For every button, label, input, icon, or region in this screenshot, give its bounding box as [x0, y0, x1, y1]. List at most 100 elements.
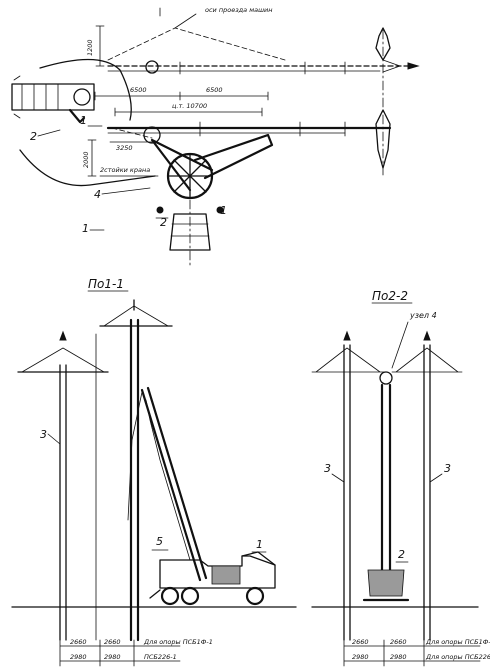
section-2-callout-3b: 3	[444, 462, 451, 475]
section-2-title: По2-2	[372, 289, 408, 303]
crane-front-boom	[380, 383, 392, 572]
truck-plan-cab	[73, 88, 91, 106]
crane-plan-struts	[150, 138, 214, 192]
crane-struts-note: 2стойки крана	[100, 166, 150, 174]
section-1-callout-1: 1	[256, 538, 263, 551]
pole-left-top	[59, 330, 67, 341]
plan-callout-2: 2	[30, 130, 37, 143]
plan-top-note: оси проезда машин	[205, 6, 273, 14]
pole-right-2-top	[423, 330, 431, 341]
pole-main-braces	[103, 305, 169, 327]
truck-plan	[11, 75, 95, 124]
section-1-callout-3-leader	[47, 433, 61, 445]
pole-left-2-top	[343, 330, 351, 341]
pole-left-braces	[21, 347, 105, 373]
crane-cable	[127, 391, 143, 521]
crane-truck-1	[127, 386, 276, 606]
crane-turntable-axes	[167, 153, 213, 199]
outrigger-foot	[149, 589, 161, 599]
outrigger-left	[156, 206, 164, 214]
plan-callout-2-leader	[37, 129, 61, 137]
plan-callout-4: 4	[94, 188, 101, 201]
pole-right-2-crossarm	[391, 347, 463, 373]
guy-triangle-top	[107, 27, 286, 61]
section-1-callout-5: 5	[156, 535, 163, 548]
crane-boom	[140, 386, 208, 582]
crane-front-body	[367, 569, 405, 597]
section-1-callout-3: 3	[40, 428, 47, 441]
truck-engine-block	[211, 565, 241, 585]
main-beam-guy	[111, 127, 153, 139]
dim-center-line	[114, 107, 263, 117]
crane-front-2	[362, 371, 410, 602]
wheel-1	[160, 586, 180, 606]
swing-arc-bottom	[19, 149, 156, 187]
section-1-dim-lines	[59, 639, 181, 667]
truck-plan-hook	[68, 108, 86, 124]
outrigger-right	[216, 206, 224, 214]
dim-center-weight: ц.т. 10700	[172, 102, 207, 110]
section-2-note-1: Для опоры ПСБ1Ф-1	[425, 638, 490, 646]
truck-plan-body	[11, 83, 95, 111]
section-2-dim-2a: 2980	[352, 653, 369, 661]
section-2-2: По2-2 узел 4 3 3 2 2660 2660	[311, 289, 490, 667]
wheel-3	[245, 586, 265, 606]
section-2-dim-2b: 2980	[390, 653, 407, 661]
swing-arc-top	[39, 58, 132, 121]
top-note-leader	[174, 13, 197, 29]
section-2-callout-3b-leader	[429, 473, 443, 483]
plan-view: оси проезда машин 1200 6500 6500	[11, 6, 420, 269]
section-2-dim-lines	[343, 639, 481, 667]
dim-6500-left: 6500	[130, 86, 147, 94]
section-2-callout-3a: 3	[324, 462, 331, 475]
pole-right-2	[423, 344, 431, 641]
dim-1200-line	[95, 25, 105, 67]
section-1-dim-2b: 2980	[104, 653, 121, 661]
section-1-dim-1b: 2660	[104, 638, 121, 646]
pole-left-shaft	[59, 364, 67, 641]
crane-plan-boom	[193, 133, 274, 180]
section-1-dim-1a: 2660	[70, 638, 87, 646]
section-1-title: По1-1	[88, 277, 124, 291]
wheel-2	[180, 586, 200, 606]
upper-beam-arrow	[407, 62, 420, 70]
right-axis-bottom-lens	[375, 109, 391, 169]
main-beam-ticks	[199, 121, 346, 137]
truck-plan-wheels	[13, 75, 21, 119]
plan-callout-2b: 2	[160, 216, 167, 229]
dim-3250: 3250	[116, 144, 133, 152]
plan-callout-1c: 1	[82, 222, 89, 235]
chassis-plan	[169, 199, 211, 269]
truck-body	[159, 555, 276, 589]
dim-2000-line	[87, 139, 97, 177]
upper-pole-circle	[145, 60, 159, 74]
section-1-note-1: Для опоры ПСБ1Ф-1	[143, 638, 213, 646]
dim-6500-right: 6500	[206, 86, 223, 94]
pole-left-2	[343, 344, 351, 641]
section-2-note-2: Для опоры ПСБ226-1	[425, 653, 490, 661]
pole-left-1	[17, 330, 109, 641]
right-axis-top-arrow	[375, 27, 391, 61]
pole-main-1	[95, 299, 173, 642]
plan-callout-4-leader	[101, 187, 151, 195]
main-pole-circle	[143, 126, 161, 144]
section-2-dim-1a: 2660	[352, 638, 369, 646]
upper-beam-ticks	[179, 61, 346, 75]
plan-callout-1b: 1	[220, 204, 227, 217]
pole-left-2-crossarm	[311, 347, 386, 373]
section-2-callout-2: 2	[398, 548, 405, 561]
section-2-dim-1b: 2660	[390, 638, 407, 646]
node-label: узел 4	[409, 311, 437, 320]
plan-callout-1a: 1	[80, 114, 87, 127]
right-axis-chevron	[382, 59, 401, 73]
section-2-callout-3a-leader	[331, 473, 345, 483]
section-1-1: По1-1	[11, 277, 297, 667]
chassis-plan-body	[169, 213, 211, 251]
section-1-note-2: ПСБ226-1	[144, 653, 177, 661]
dim-2000: 2000	[82, 151, 90, 168]
truck-plan-ribs	[21, 83, 59, 111]
dim-1200: 1200	[86, 39, 94, 56]
crane-plan	[150, 133, 274, 214]
crane-front-hook	[379, 371, 393, 385]
